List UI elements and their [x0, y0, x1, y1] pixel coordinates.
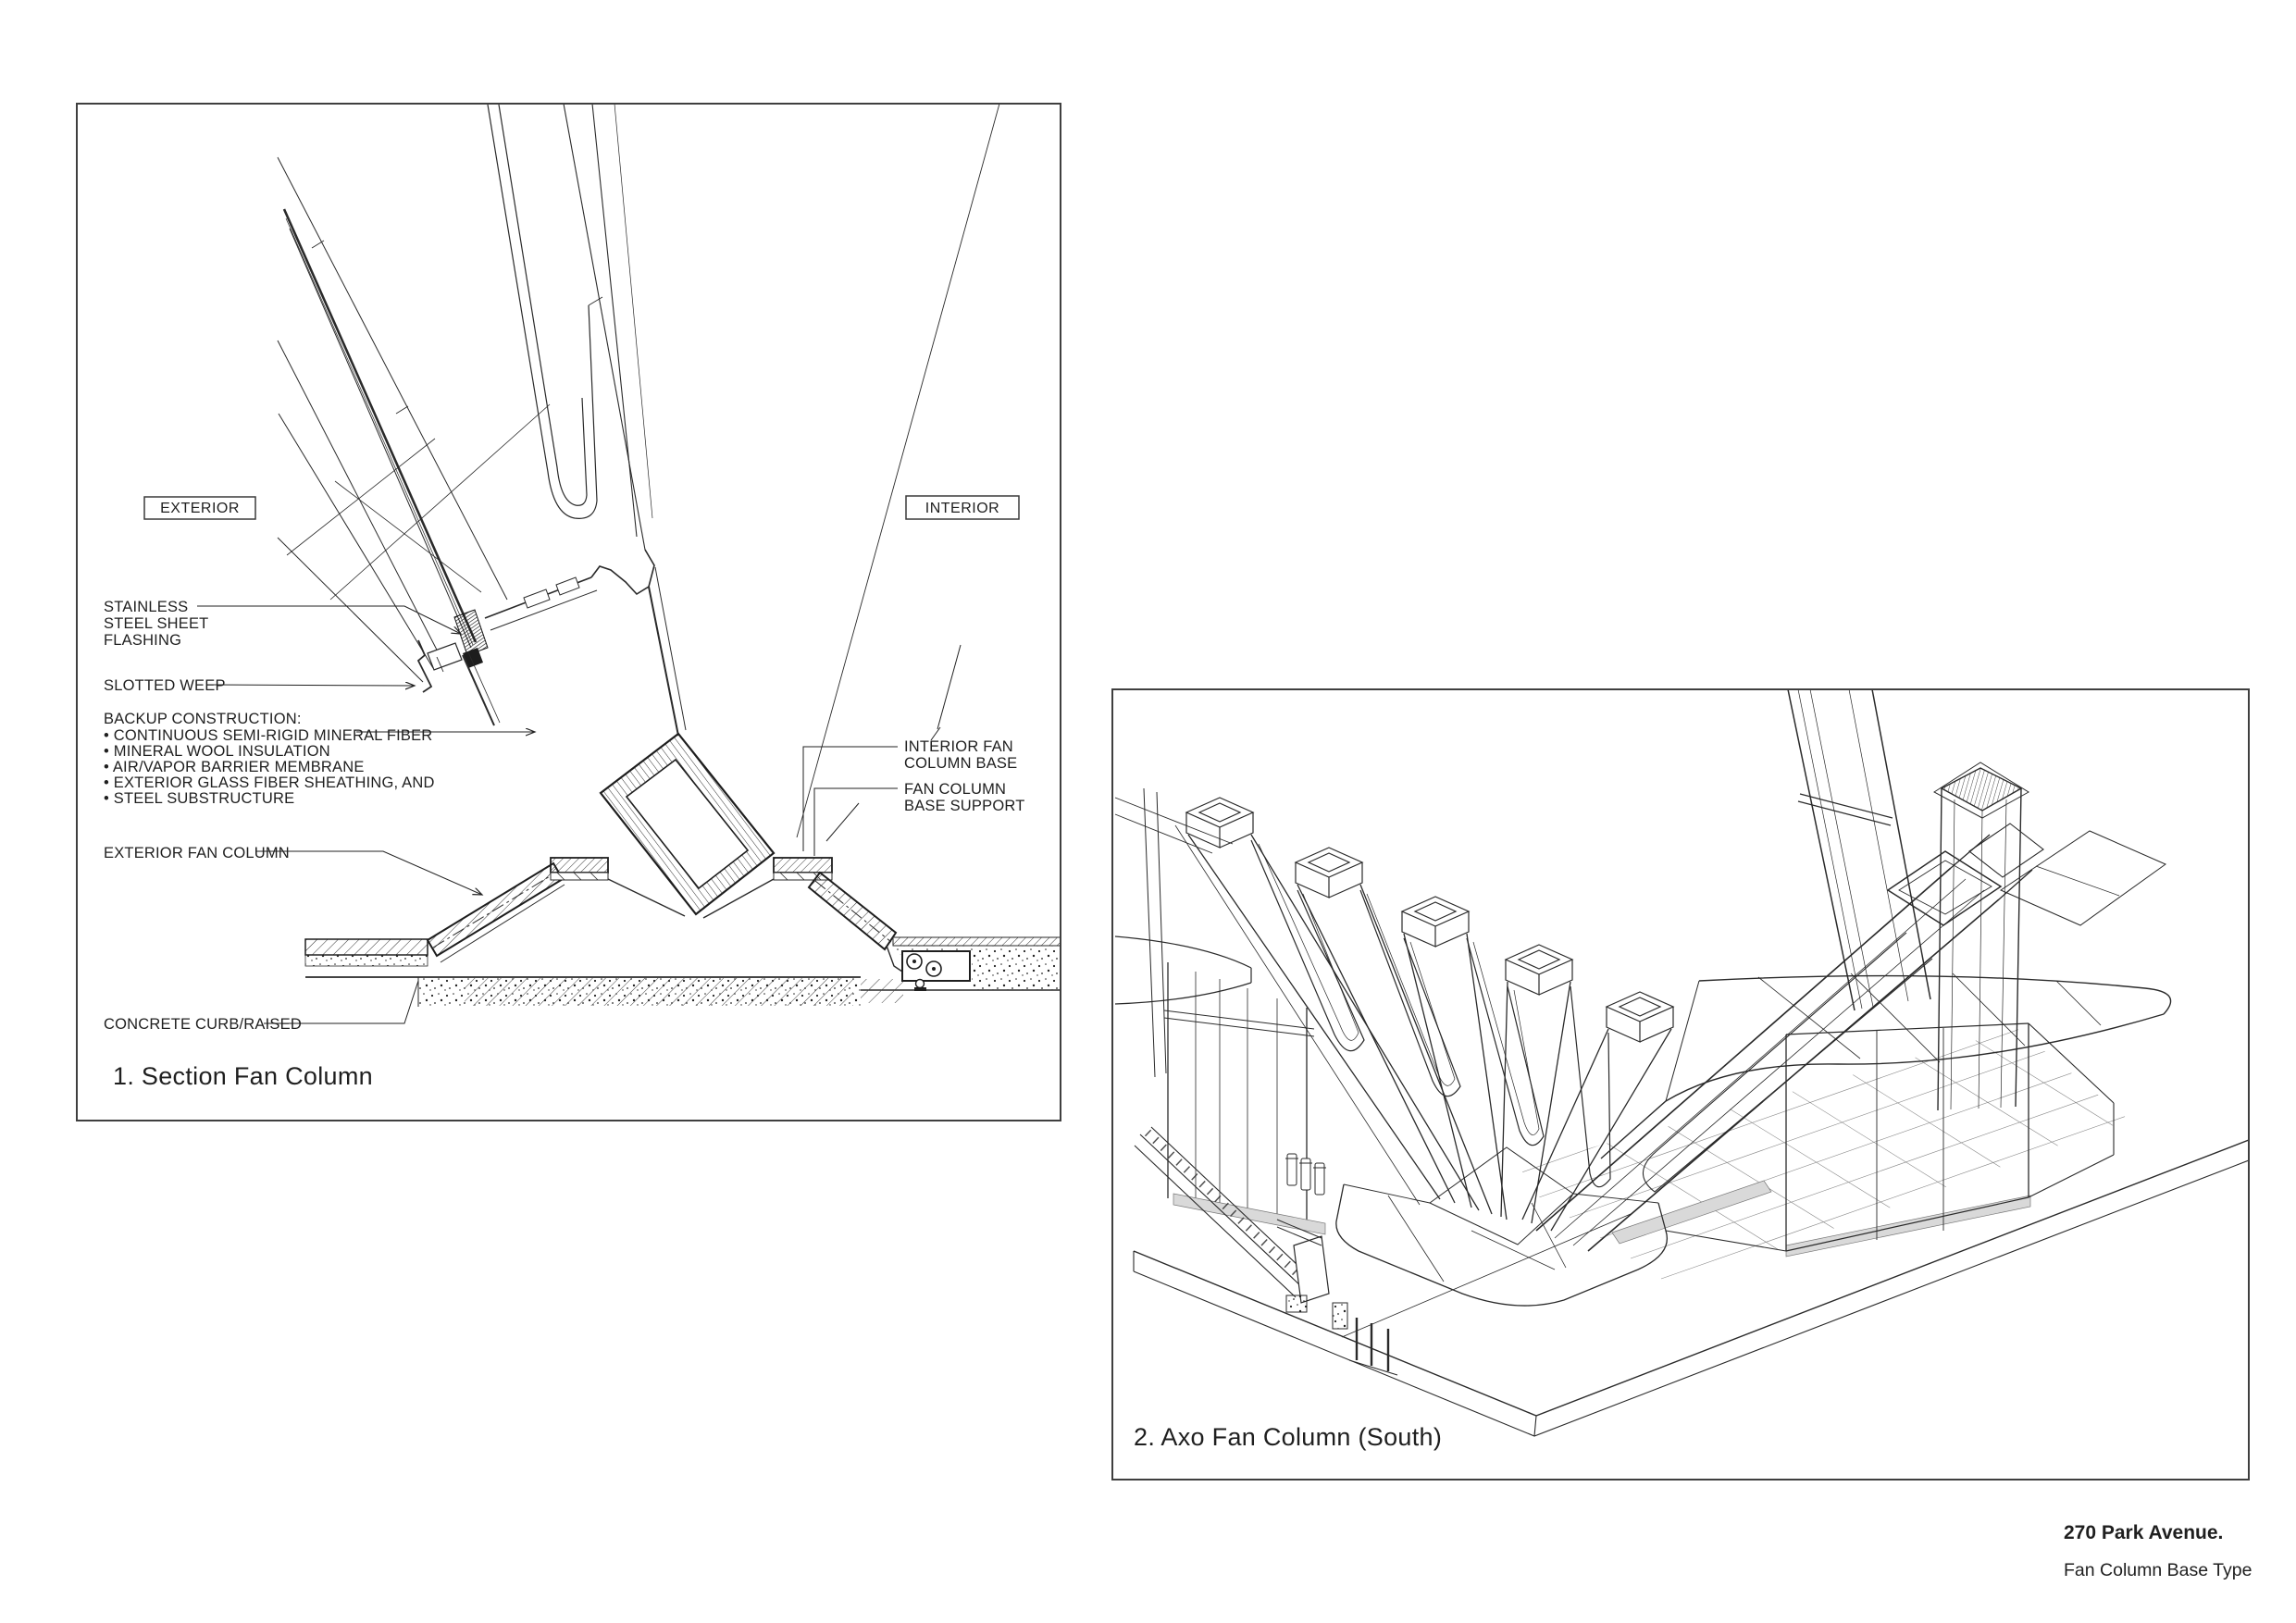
interior-face-lines	[563, 105, 1000, 838]
backup-item-2: • MINERAL WOOL INSULATION	[104, 743, 330, 760]
backup-item-4: • EXTERIOR GLASS FIBER SHEATHING, AND	[104, 774, 435, 791]
fan-branches	[1174, 824, 1672, 1245]
anchor-bolts	[1285, 1153, 1326, 1196]
interior-tag-box	[905, 495, 1020, 520]
concrete-curb-label: CONCRETE CURB/RAISED	[104, 1016, 302, 1033]
flashing-detail	[416, 609, 501, 726]
ground-slab	[1133, 1139, 2248, 1437]
branch-cap	[1400, 896, 1471, 948]
exterior-tag-box	[143, 496, 256, 520]
axo-drawing	[1114, 690, 2248, 1437]
walkway-shade-left	[1611, 1180, 1772, 1245]
slotted-weep-label: SLOTTED WEEP	[104, 677, 226, 694]
right-branch	[1535, 823, 2044, 1252]
flashing-label-line3: FLASHING	[104, 632, 181, 649]
branch-cap	[1185, 797, 1255, 849]
section-drawing	[197, 105, 1060, 1024]
interior-finish-curve	[487, 105, 603, 519]
exterior-tag-label: EXTERIOR	[160, 501, 240, 516]
interior-leg	[702, 857, 906, 974]
stair-truss-detail	[1134, 1126, 1398, 1376]
section-caption: 1. Section Fan Column	[113, 1062, 373, 1090]
interior-fan-column-base-line1: INTERIOR FAN	[904, 738, 1013, 755]
backup-construction-title: BACKUP CONSTRUCTION:	[104, 711, 302, 727]
project-title: 270 Park Avenue.	[2064, 1522, 2223, 1543]
flashing-label-line2: STEEL SHEET	[104, 615, 208, 632]
branch-caps	[1185, 797, 1675, 1043]
backup-item-5: • STEEL SUBSTRUCTURE	[104, 790, 294, 807]
branch-cap	[1504, 944, 1574, 996]
title-block: 270 Park Avenue. Fan Column Base Type	[2064, 1522, 2252, 1580]
axo-panel: 2. Axo Fan Column (South)	[1111, 688, 2250, 1481]
base-support-detail	[901, 950, 971, 991]
glass-fin-plane	[1999, 830, 2167, 926]
interior-tag-label: INTERIOR	[925, 501, 999, 516]
fan-column-base-support-line2: BASE SUPPORT	[904, 798, 1024, 814]
column-base-step-profile	[484, 549, 687, 737]
fan-column-base-support-line1: FAN COLUMN	[904, 781, 1006, 798]
sheet-subtitle: Fan Column Base Type	[2064, 1560, 2252, 1580]
axo-panel-border	[1111, 688, 2250, 1481]
fan-column-shaft-lines	[277, 156, 551, 683]
exterior-fan-column-label: EXTERIOR FAN COLUMN	[104, 845, 290, 861]
glass-enclosure	[1785, 1022, 2115, 1252]
floor-and-ground	[304, 936, 1060, 1007]
interior-fan-column-base-line2: COLUMN BASE	[904, 755, 1017, 772]
exterior-leg	[426, 857, 686, 963]
column-pedestal	[1335, 1183, 1668, 1307]
axo-caption: 2. Axo Fan Column (South)	[1134, 1423, 1442, 1451]
flashing-label-line1: STAINLESS	[104, 599, 188, 615]
backup-item-1: • CONTINUOUS SEMI-RIGID MINERAL FIBER	[104, 727, 432, 744]
leader-lines	[197, 605, 962, 1024]
branch-cap	[1605, 991, 1675, 1043]
section-detail-panel: EXTERIOR INTERIOR STAINLESS STEEL SHEET …	[76, 103, 1061, 1121]
walkway-edge	[1665, 1230, 1787, 1252]
fan-column-cut-section	[599, 732, 776, 916]
branch-cap	[1294, 847, 1364, 898]
tall-column	[1787, 690, 1931, 1011]
section-annotations: STAINLESS STEEL SHEET FLASHING SLOTTED W…	[104, 599, 1024, 1033]
canopy-wing	[1600, 973, 2172, 1159]
backup-item-3: • AIR/VAPOR BARRIER MEMBRANE	[104, 759, 365, 775]
